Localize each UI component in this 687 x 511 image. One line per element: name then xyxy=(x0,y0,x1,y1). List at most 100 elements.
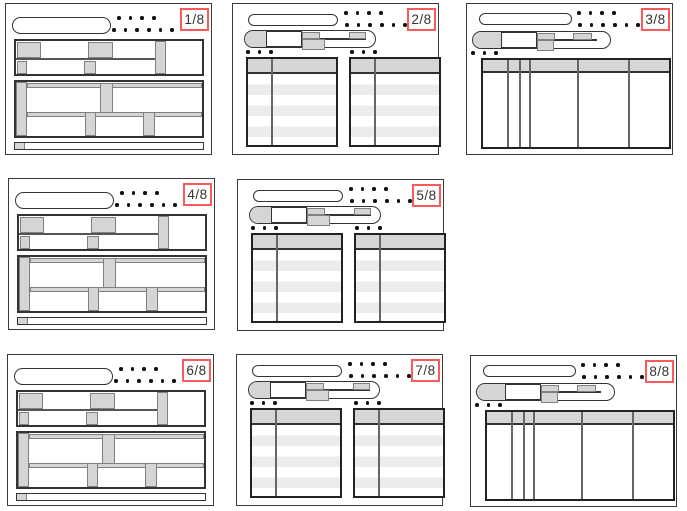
wireframe-block xyxy=(100,83,113,113)
table-header xyxy=(356,235,444,250)
toolbar-cap xyxy=(250,207,272,223)
dot xyxy=(408,199,412,203)
wireframe-block xyxy=(103,258,116,288)
toolbar-button-block xyxy=(541,384,559,392)
toolbar-button-block xyxy=(573,32,592,40)
toolbar-dropdown-block xyxy=(307,215,330,226)
divider-line xyxy=(537,39,597,41)
dot xyxy=(380,23,384,27)
dot xyxy=(161,203,166,207)
column-divider xyxy=(378,410,380,496)
page-thumbnail-5[interactable]: 5/8 xyxy=(237,179,446,331)
dot-row-icon xyxy=(471,51,498,55)
wireframe-block xyxy=(91,217,116,233)
page-number-badge: 6/8 xyxy=(182,359,211,382)
wireframe-block xyxy=(158,216,169,249)
table-body xyxy=(355,425,443,496)
page-number-badge: 3/8 xyxy=(641,8,670,31)
column-divider xyxy=(628,60,630,147)
toolbar-button-block xyxy=(306,382,324,390)
dot xyxy=(588,11,593,15)
wireframe-strip xyxy=(29,434,204,439)
dot xyxy=(486,403,491,407)
wireframe-sidebar-block xyxy=(19,257,30,311)
wireframe-block xyxy=(87,463,98,487)
page-number-badge: 5/8 xyxy=(412,184,441,207)
table-header xyxy=(248,59,336,74)
dot xyxy=(350,199,354,203)
dot xyxy=(377,401,381,405)
dot xyxy=(274,226,278,230)
toolbar-input-box xyxy=(266,31,302,47)
search-pill xyxy=(252,365,342,377)
divider-line xyxy=(16,58,155,60)
dot xyxy=(160,379,165,383)
column-divider xyxy=(271,59,273,145)
page-thumbnail-6[interactable]: 6/8 xyxy=(7,354,214,506)
dot xyxy=(262,226,267,230)
dot xyxy=(131,191,136,195)
dot xyxy=(403,23,407,27)
content-band-main xyxy=(16,431,206,489)
column-divider xyxy=(519,60,521,147)
table-header xyxy=(351,59,439,74)
dot-row-icon xyxy=(350,199,412,203)
dot xyxy=(119,367,123,371)
dot xyxy=(383,362,387,366)
dot xyxy=(581,363,585,367)
wireframe-strip xyxy=(30,258,205,263)
dot-row-icon xyxy=(251,226,278,230)
table-body xyxy=(253,250,341,321)
dot xyxy=(115,203,119,207)
dot xyxy=(498,403,502,407)
wireframe-strip xyxy=(27,83,202,88)
wireframe-block xyxy=(145,463,157,487)
toolbar-dropdown-block xyxy=(302,39,325,50)
wireframe-block xyxy=(146,287,158,311)
wireframe-block xyxy=(90,393,115,409)
toolbar-pill xyxy=(476,383,615,403)
dot xyxy=(345,23,349,27)
wireframe-sidebar-block xyxy=(16,82,27,136)
dot xyxy=(155,191,159,195)
wireframe-block xyxy=(17,42,41,58)
column-divider xyxy=(529,60,531,147)
table-body xyxy=(356,250,444,321)
data-table-left xyxy=(251,233,343,323)
column-divider xyxy=(374,59,376,145)
data-table-right xyxy=(354,233,446,323)
page-thumbnail-2[interactable]: 2/8 xyxy=(232,3,441,155)
page-thumbnail-1[interactable]: 1/8 xyxy=(5,3,212,155)
dot xyxy=(471,51,475,55)
wireframe-chip xyxy=(18,318,28,324)
dot xyxy=(356,23,361,27)
toolbar-dropdown-block xyxy=(541,392,558,403)
dot xyxy=(123,28,128,32)
table-header xyxy=(355,410,443,425)
divider-line xyxy=(302,38,366,40)
wireframe-block xyxy=(102,434,115,464)
dot xyxy=(601,23,605,27)
data-table-left xyxy=(246,57,338,147)
content-band-main xyxy=(14,80,204,138)
dot xyxy=(125,379,130,383)
page-thumbnail-4[interactable]: 4/8 xyxy=(8,178,215,330)
wireframe-block xyxy=(20,235,30,249)
page-thumbnail-3[interactable]: 3/8 xyxy=(466,3,673,155)
toolbar-input-box xyxy=(501,32,537,48)
toolbar-button-block xyxy=(354,207,371,215)
table-body xyxy=(252,425,340,496)
dot xyxy=(407,374,411,378)
dot-row-icon xyxy=(117,16,156,20)
dot-row-icon xyxy=(355,226,382,230)
content-band-main xyxy=(17,255,207,313)
dot xyxy=(269,50,273,54)
dot xyxy=(373,199,377,203)
toolbar-input-box xyxy=(505,384,541,400)
page-thumbnail-8[interactable]: 8/8 xyxy=(470,355,677,507)
dot-row-icon xyxy=(581,363,620,367)
column-divider xyxy=(581,412,583,499)
page-thumbnail-7[interactable]: 7/8 xyxy=(236,354,445,506)
footer-bar xyxy=(16,493,206,501)
